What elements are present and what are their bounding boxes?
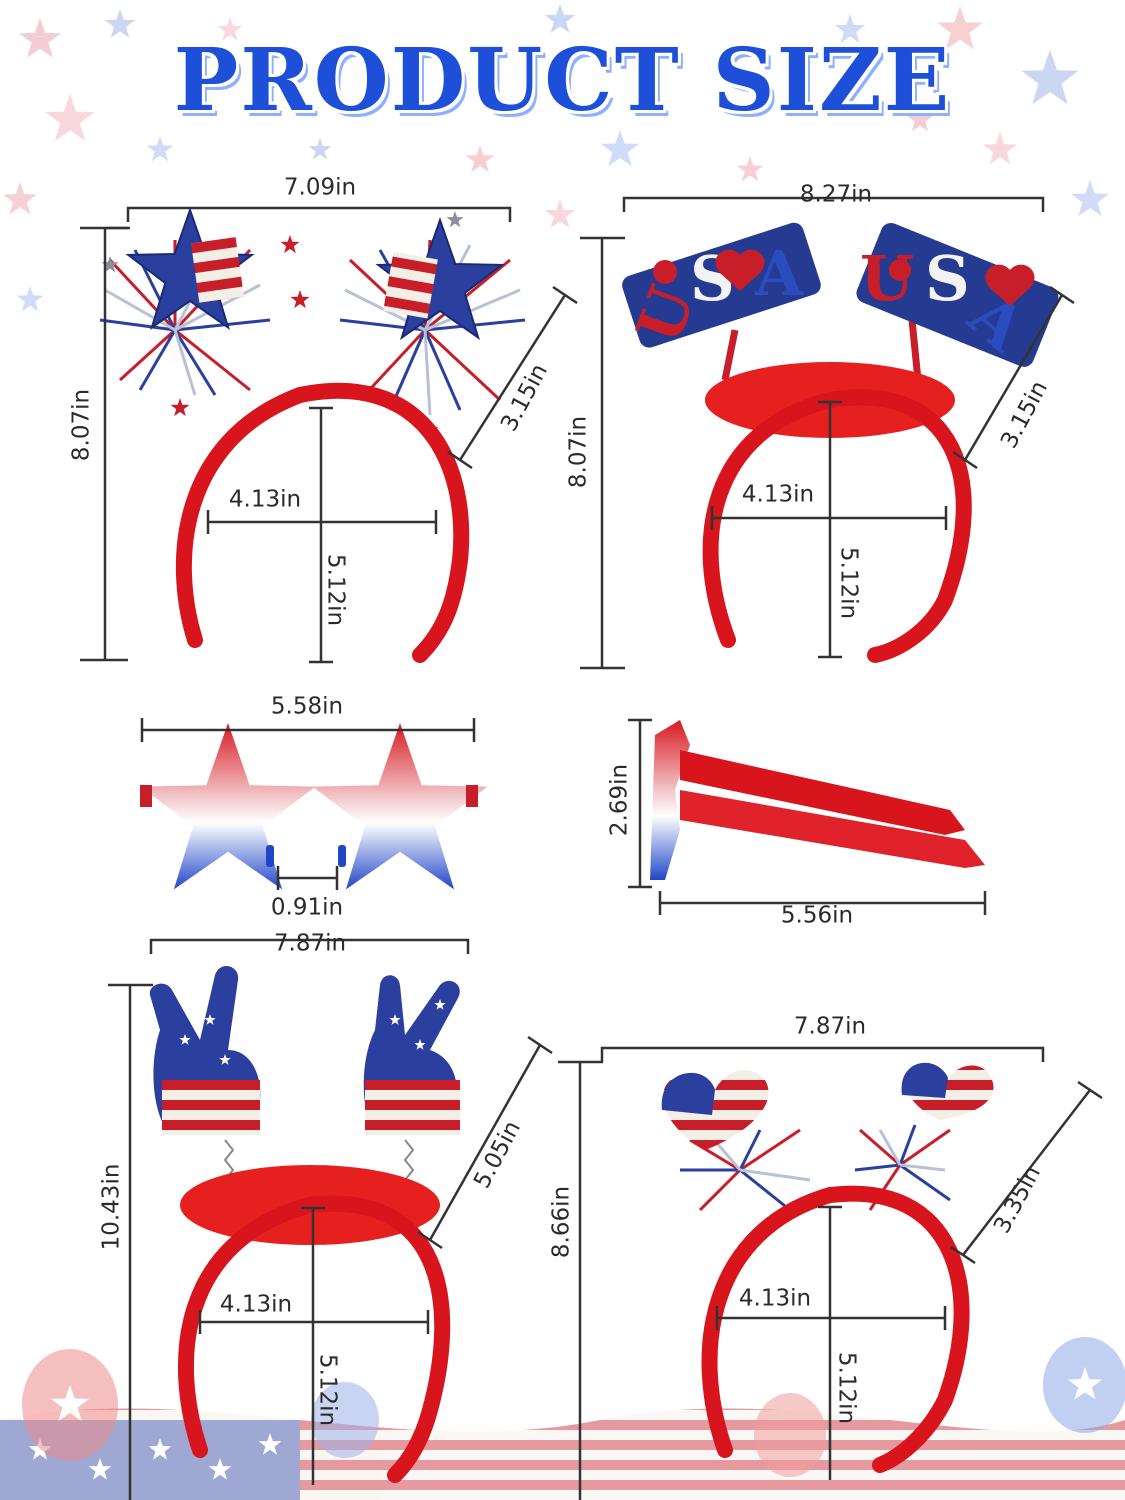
inner-width-label: 4.13in <box>741 481 815 508</box>
width-label: 7.87in <box>793 1013 867 1040</box>
peace-hand-left <box>149 965 261 1135</box>
star-tinsel-headband <box>99 210 526 663</box>
heart-flag-headband <box>661 1062 994 1473</box>
svg-text:A: A <box>754 237 804 310</box>
usa-letters-left: U S A <box>622 222 821 352</box>
height-label: 8.07in <box>565 415 592 489</box>
page-title: PRODUCT SIZE <box>173 30 952 131</box>
dimension-lines <box>80 196 1103 1500</box>
headband-band <box>175 382 470 663</box>
balloon-decoration <box>22 1337 1125 1477</box>
height-label: 8.66in <box>548 1185 575 1259</box>
height-label: 2.69in <box>606 763 633 837</box>
height-label: 8.07in <box>68 388 95 462</box>
inner-height-label: 5.12in <box>314 1353 341 1427</box>
peace-sign-headband <box>149 965 460 1483</box>
bridge-width-label: 0.91in <box>270 894 344 921</box>
inner-height-label: 5.12in <box>835 546 862 620</box>
inner-height-label: 5.12in <box>322 553 349 627</box>
headband-band <box>702 389 972 663</box>
width-label: 7.87in <box>273 930 347 957</box>
star-glasses-side <box>650 720 985 880</box>
width-label: 8.27in <box>799 181 873 208</box>
inner-width-label: 4.13in <box>738 1285 812 1312</box>
width-label: 7.09in <box>283 174 357 201</box>
svg-text:S: S <box>925 242 970 315</box>
inner-width-label: 4.13in <box>228 486 302 513</box>
usa-letters-headband: U S A U S A <box>622 222 1059 663</box>
headband-band <box>701 1185 970 1473</box>
height-label: 10.43in <box>98 1163 125 1251</box>
flag-banner-decoration <box>0 1408 1125 1500</box>
width-label: 5.58in <box>270 693 344 720</box>
inner-width-label: 4.13in <box>219 1291 293 1318</box>
length-label: 5.56in <box>780 902 854 929</box>
inner-height-label: 5.12in <box>833 1351 860 1425</box>
headband-band <box>178 1195 451 1483</box>
star-glasses-front <box>140 723 488 890</box>
usa-letters-right: U S A <box>856 222 1059 367</box>
peace-hand-right <box>363 975 460 1135</box>
